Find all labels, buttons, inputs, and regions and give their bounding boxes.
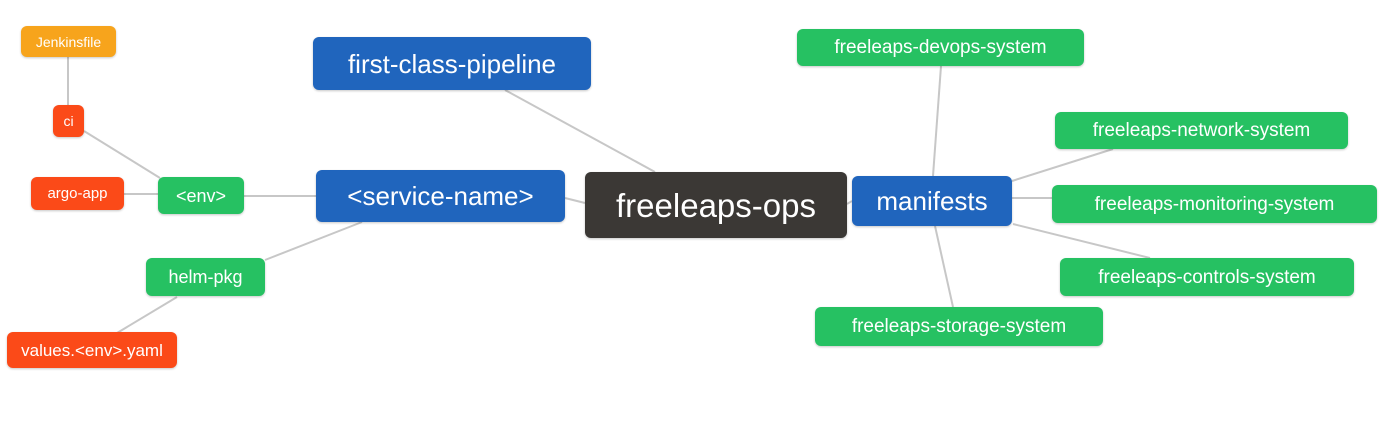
node-env[interactable]: <env> bbox=[158, 177, 244, 214]
node-jenkinsfile[interactable]: Jenkinsfile bbox=[21, 26, 116, 57]
node-freeleaps-monitoring-system[interactable]: freeleaps-monitoring-system bbox=[1052, 185, 1377, 223]
edge-manifests-to-freeleaps-controls-system bbox=[1012, 223, 1151, 259]
node-label: argo-app bbox=[47, 185, 108, 202]
node-label: <env> bbox=[175, 185, 227, 206]
node-values-env-yaml[interactable]: values.<env>.yaml bbox=[7, 332, 177, 368]
node-label: Jenkinsfile bbox=[35, 33, 102, 50]
node-label: values.<env>.yaml bbox=[21, 340, 163, 360]
edge-first-class-pipeline-to-freeleaps-ops bbox=[504, 89, 656, 173]
node-label: helm-pkg bbox=[168, 267, 243, 287]
edge-manifests-to-freeleaps-storage-system bbox=[934, 225, 954, 308]
node-label: ci bbox=[63, 113, 74, 129]
node-label: first-class-pipeline bbox=[347, 48, 557, 79]
edge-service-name-to-helm-pkg bbox=[264, 221, 363, 261]
edge-helm-pkg-to-values-env-yaml bbox=[116, 296, 178, 334]
node-first-class-pipeline[interactable]: first-class-pipeline bbox=[313, 37, 591, 90]
node-freeleaps-network-system[interactable]: freeleaps-network-system bbox=[1055, 112, 1348, 149]
edge-ci-to-env bbox=[83, 130, 161, 179]
node-manifests[interactable]: manifests bbox=[852, 176, 1012, 226]
node-label: freeleaps-network-system bbox=[1092, 120, 1311, 141]
edge-freeleaps-ops-to-manifests bbox=[846, 200, 853, 205]
node-service-name[interactable]: <service-name> bbox=[316, 170, 565, 222]
node-freeleaps-controls-system[interactable]: freeleaps-controls-system bbox=[1060, 258, 1354, 296]
node-label: freeleaps-ops bbox=[616, 186, 816, 224]
edge-service-name-to-freeleaps-ops bbox=[564, 197, 586, 204]
node-helm-pkg[interactable]: helm-pkg bbox=[146, 258, 265, 296]
node-ci[interactable]: ci bbox=[53, 105, 84, 137]
node-argo-app[interactable]: argo-app bbox=[31, 177, 124, 210]
node-label: freeleaps-controls-system bbox=[1098, 266, 1316, 288]
node-freeleaps-devops-system[interactable]: freeleaps-devops-system bbox=[797, 29, 1084, 66]
edge-manifests-to-freeleaps-network-system bbox=[1011, 148, 1114, 182]
edge-manifests-to-freeleaps-devops-system bbox=[932, 65, 942, 177]
node-label: freeleaps-devops-system bbox=[834, 37, 1047, 58]
node-freeleaps-storage-system[interactable]: freeleaps-storage-system bbox=[815, 307, 1103, 346]
node-label: freeleaps-monitoring-system bbox=[1094, 193, 1335, 215]
node-label: manifests bbox=[876, 186, 988, 216]
node-freeleaps-ops[interactable]: freeleaps-ops bbox=[585, 172, 847, 238]
node-label: <service-name> bbox=[347, 181, 534, 211]
node-label: freeleaps-storage-system bbox=[851, 316, 1067, 337]
